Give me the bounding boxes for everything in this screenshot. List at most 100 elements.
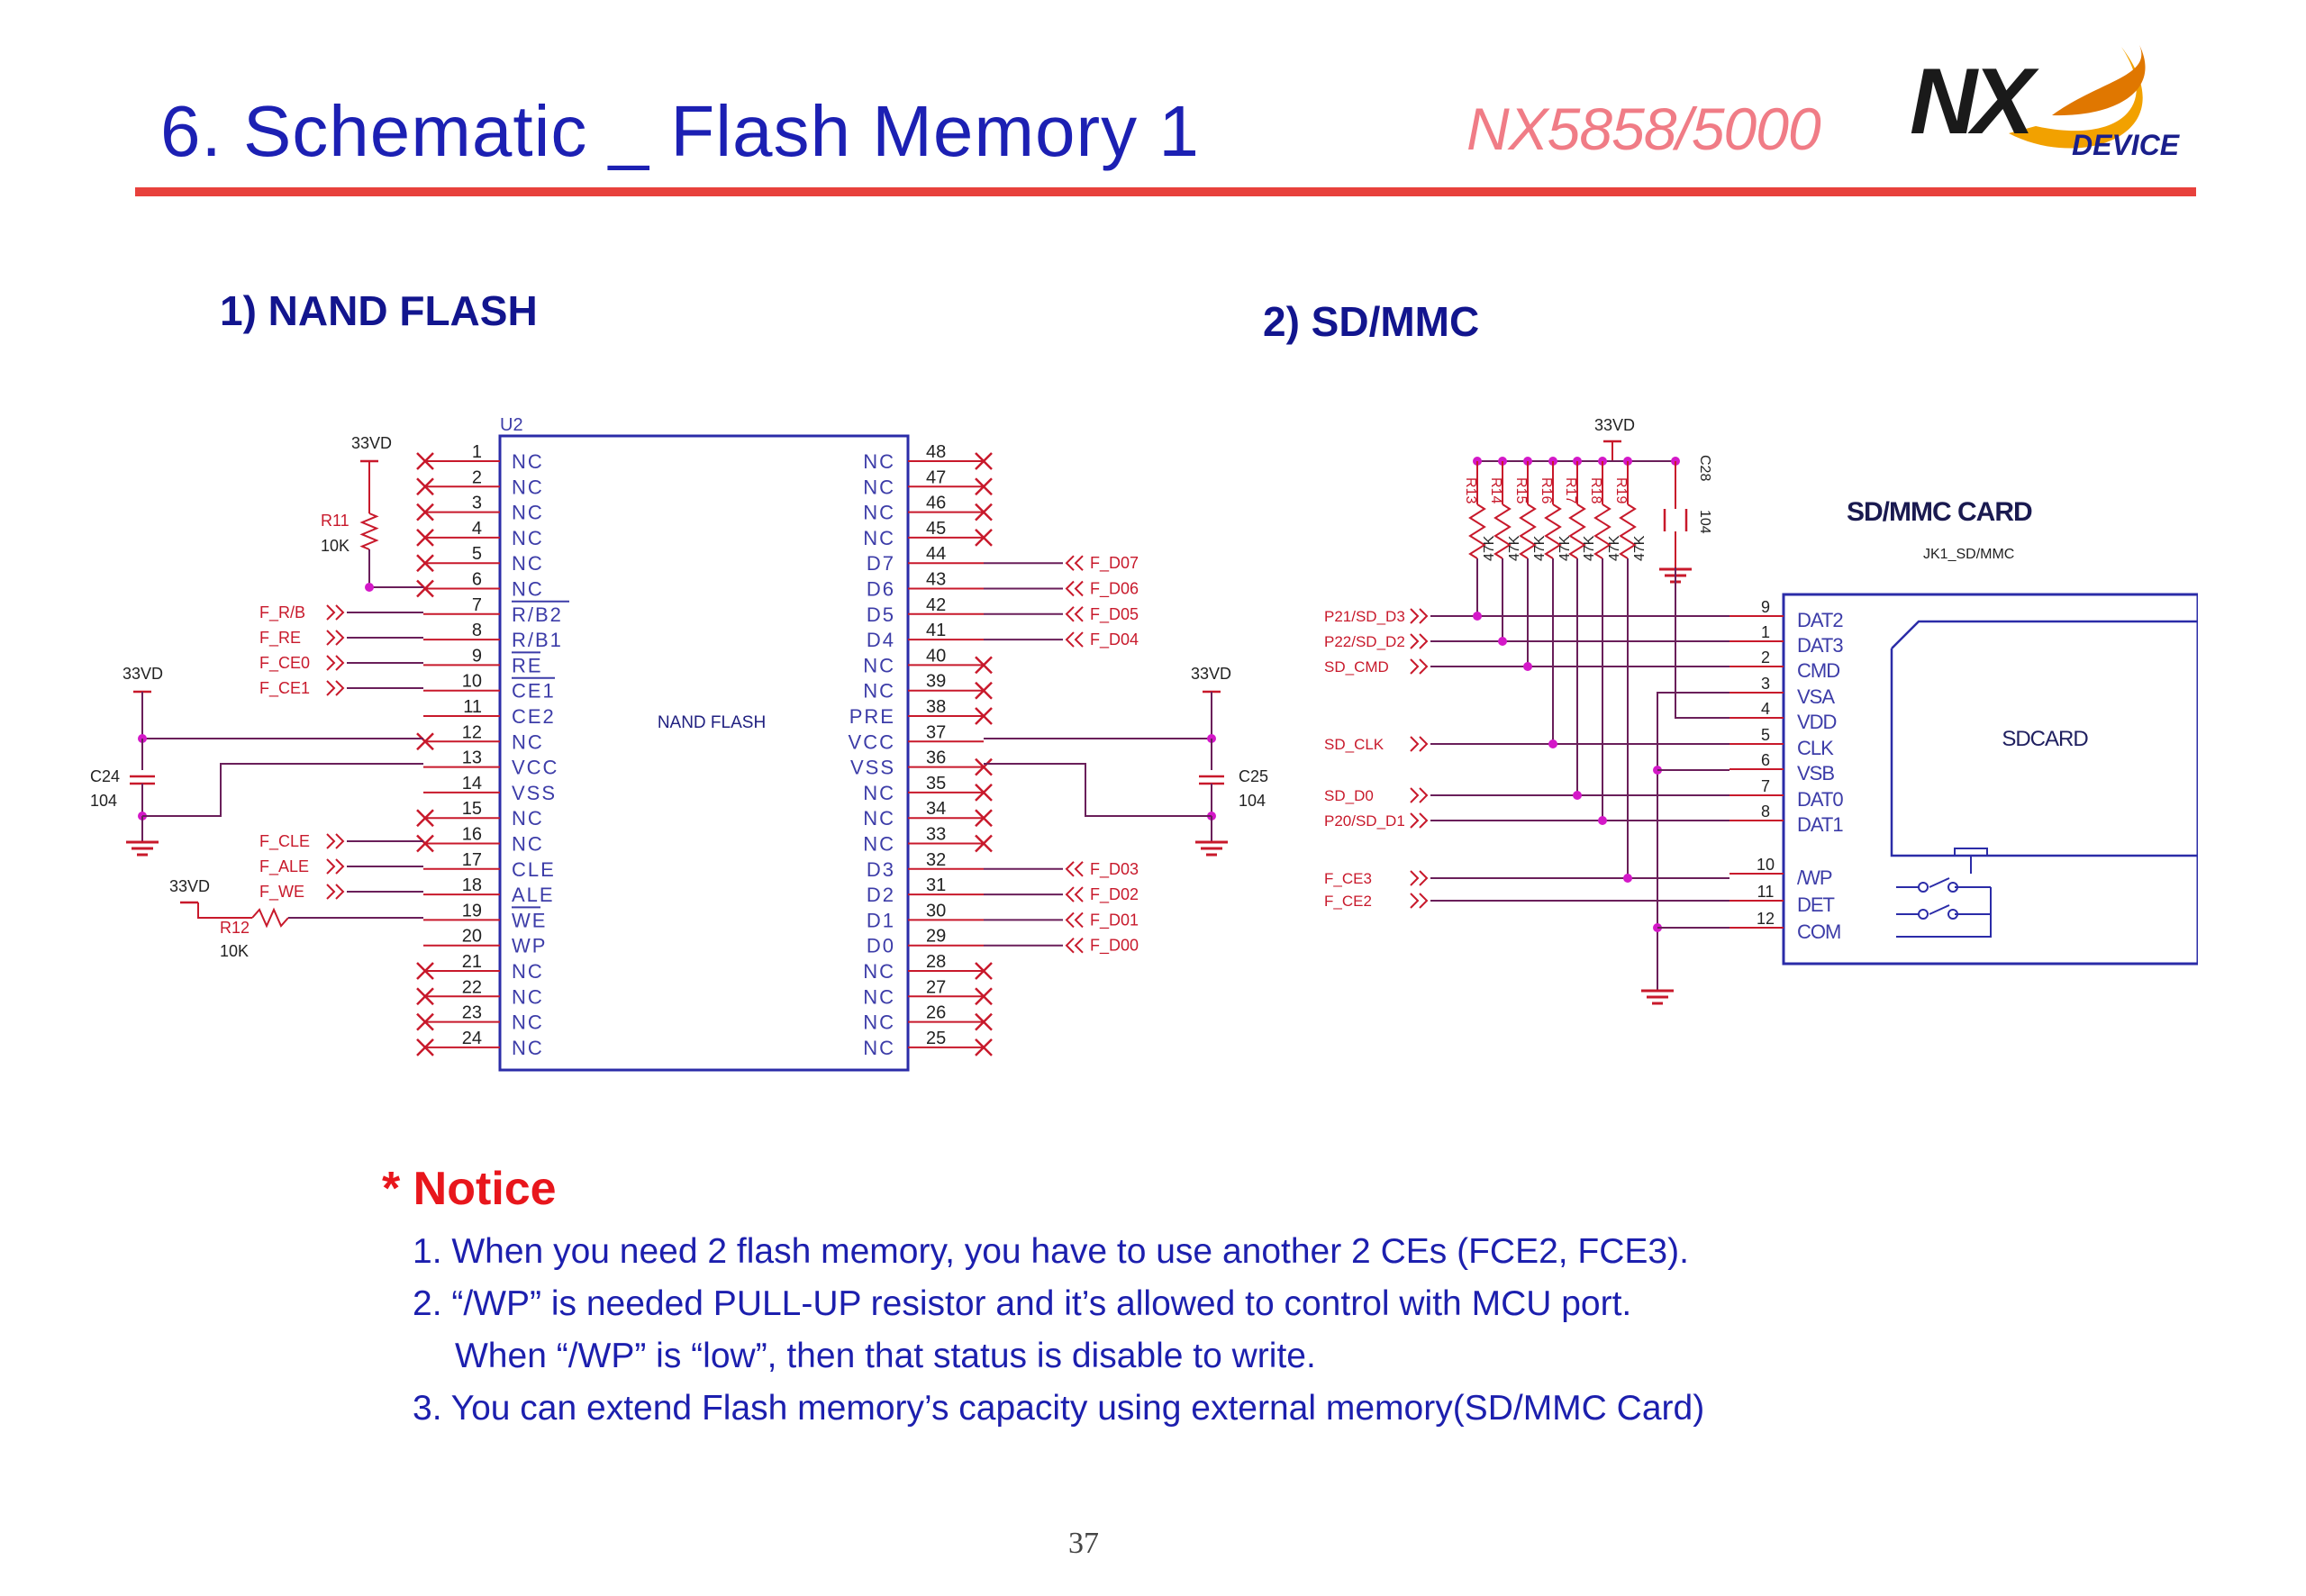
no-connect-mark: [975, 452, 993, 470]
nand-pin-name-40: NC: [863, 654, 895, 676]
port-symbol: [1065, 886, 1084, 902]
junction-dot: [1573, 791, 1582, 800]
nand-pin-number: 24: [462, 1029, 482, 1048]
resistor: [359, 512, 379, 550]
no-connect-mark: [975, 834, 993, 853]
nand-pin-number: 31: [926, 875, 946, 895]
resistor: [1519, 503, 1537, 559]
nand-pin-name-32: D3: [867, 858, 895, 881]
nand-signal-label: F_D02: [1090, 885, 1139, 904]
c25-value: 104: [1239, 792, 1266, 810]
no-connect-mark: [416, 1012, 434, 1031]
nand-signal-label: F_CLE: [259, 832, 310, 851]
supply-label: 33VD: [169, 877, 210, 895]
sd-signal-label: P22/SD_D2: [1324, 633, 1405, 650]
nand-pin-name-4: NC: [512, 527, 544, 549]
notice-item-3: 3. You can extend Flash memory’s capacit…: [413, 1389, 1705, 1428]
no-connect-mark: [975, 809, 993, 828]
page-title: 6. Schematic _ Flash Memory 1: [160, 91, 1200, 171]
nand-pin-number: 8: [472, 621, 482, 640]
port-symbol: [1065, 631, 1084, 648]
nand-pin-name-44: D7: [867, 552, 895, 575]
nand-pin-name-1: NC: [512, 450, 544, 473]
nand-pin-name-3: NC: [512, 502, 544, 524]
nand-chip-body: [498, 434, 910, 1072]
sd-signal-label: F_CE3: [1324, 870, 1372, 887]
r11-value: 10K: [321, 537, 350, 555]
sd-card-connector: [1782, 593, 2198, 966]
sd-pin-name-1: DAT3: [1797, 634, 1843, 657]
nand-pin-number: 25: [926, 1029, 946, 1048]
card-detect-switch: [1896, 877, 1991, 888]
nand-pin-number: 5: [472, 544, 482, 564]
no-connect-mark: [975, 987, 993, 1006]
no-connect-mark: [975, 757, 993, 776]
nand-pin-number: 11: [463, 697, 482, 717]
sd-resistor-ref: R15: [1513, 477, 1529, 503]
sd-pin-name-6: VSB: [1797, 762, 1834, 784]
no-connect-mark: [975, 529, 993, 547]
wire: [984, 763, 1212, 817]
nand-pin-name-10: CE1: [512, 680, 556, 703]
notice-item-2: 2. “/WP” is needed PULL-UP resistor and …: [413, 1284, 1632, 1323]
no-connect-mark: [416, 834, 434, 853]
nand-pin-number: 34: [926, 799, 946, 819]
sd-resistor-value: 47K: [1582, 535, 1597, 561]
nand-pin-name-19: WE: [512, 909, 547, 931]
svg-text:DEVICE: DEVICE: [2072, 129, 2181, 161]
nand-pin-name-28: NC: [863, 960, 895, 983]
no-connect-mark: [975, 656, 993, 675]
nand-pin-number: 17: [462, 850, 482, 870]
svg-text:NX: NX: [1910, 50, 2039, 154]
wire: [1657, 692, 1730, 991]
nand-pin-number: 38: [926, 697, 946, 717]
junction-dot: [365, 583, 374, 592]
nand-pin-name-29: D0: [867, 935, 895, 957]
nand-signal-label: F_RE: [259, 629, 301, 648]
sd-pin-number: 12: [1757, 910, 1775, 928]
port-symbol: [1065, 937, 1084, 954]
nand-pin-name-41: D4: [867, 629, 895, 651]
nand-pin-number: 26: [926, 1003, 946, 1023]
no-connect-mark: [416, 529, 434, 547]
nand-pin-number: 29: [926, 927, 946, 947]
no-connect-mark: [975, 962, 993, 980]
no-connect-mark: [975, 1038, 993, 1056]
nand-pin-name-39: NC: [863, 680, 895, 703]
nand-pin-number: 42: [926, 595, 946, 615]
port-symbol: [326, 884, 345, 900]
sd-pin-name-2: CMD: [1797, 659, 1839, 682]
sd-resistor-value: 47K: [1607, 535, 1622, 561]
sd-resistor-value: 47K: [1557, 535, 1573, 561]
nand-pin-number: 47: [926, 467, 946, 487]
c28-ref: C28: [1697, 455, 1712, 481]
sd-signal-label: P21/SD_D3: [1324, 608, 1405, 625]
resistor: [1568, 503, 1586, 559]
c24-value: 104: [90, 792, 117, 810]
port-symbol: [1410, 787, 1429, 803]
section-nand-flash: 1) NAND FLASH: [220, 287, 538, 334]
nand-pin-name-22: NC: [512, 985, 544, 1008]
port-symbol: [326, 858, 345, 875]
no-connect-mark: [416, 962, 434, 980]
port-symbol: [326, 680, 345, 696]
sd-signal-label: P20/SD_D1: [1324, 812, 1405, 830]
nand-chip-label: NAND FLASH: [658, 713, 766, 732]
sd-resistor-value: 47K: [1507, 535, 1522, 561]
nand-pin-number: 12: [462, 722, 482, 742]
no-connect-mark: [416, 1038, 434, 1056]
sd-signal-label: SD_CMD: [1324, 658, 1389, 676]
nand-pin-number: 4: [472, 519, 482, 539]
sd-pin-name-9: DAT2: [1797, 609, 1843, 631]
supply-label: 33VD: [123, 665, 163, 683]
nx-device-logo: NX DEVICE: [1910, 45, 2181, 161]
nand-pin-name-16: NC: [512, 833, 544, 856]
nand-pin-name-48: NC: [863, 450, 895, 473]
switch-contact: [1918, 882, 1929, 893]
port-symbol: [1410, 658, 1429, 675]
nand-pin-name-7: R/B2: [512, 603, 563, 626]
nand-pin-number: 33: [926, 825, 946, 845]
r12-value: 10K: [220, 942, 249, 960]
sd-pin-number: 6: [1761, 751, 1770, 769]
